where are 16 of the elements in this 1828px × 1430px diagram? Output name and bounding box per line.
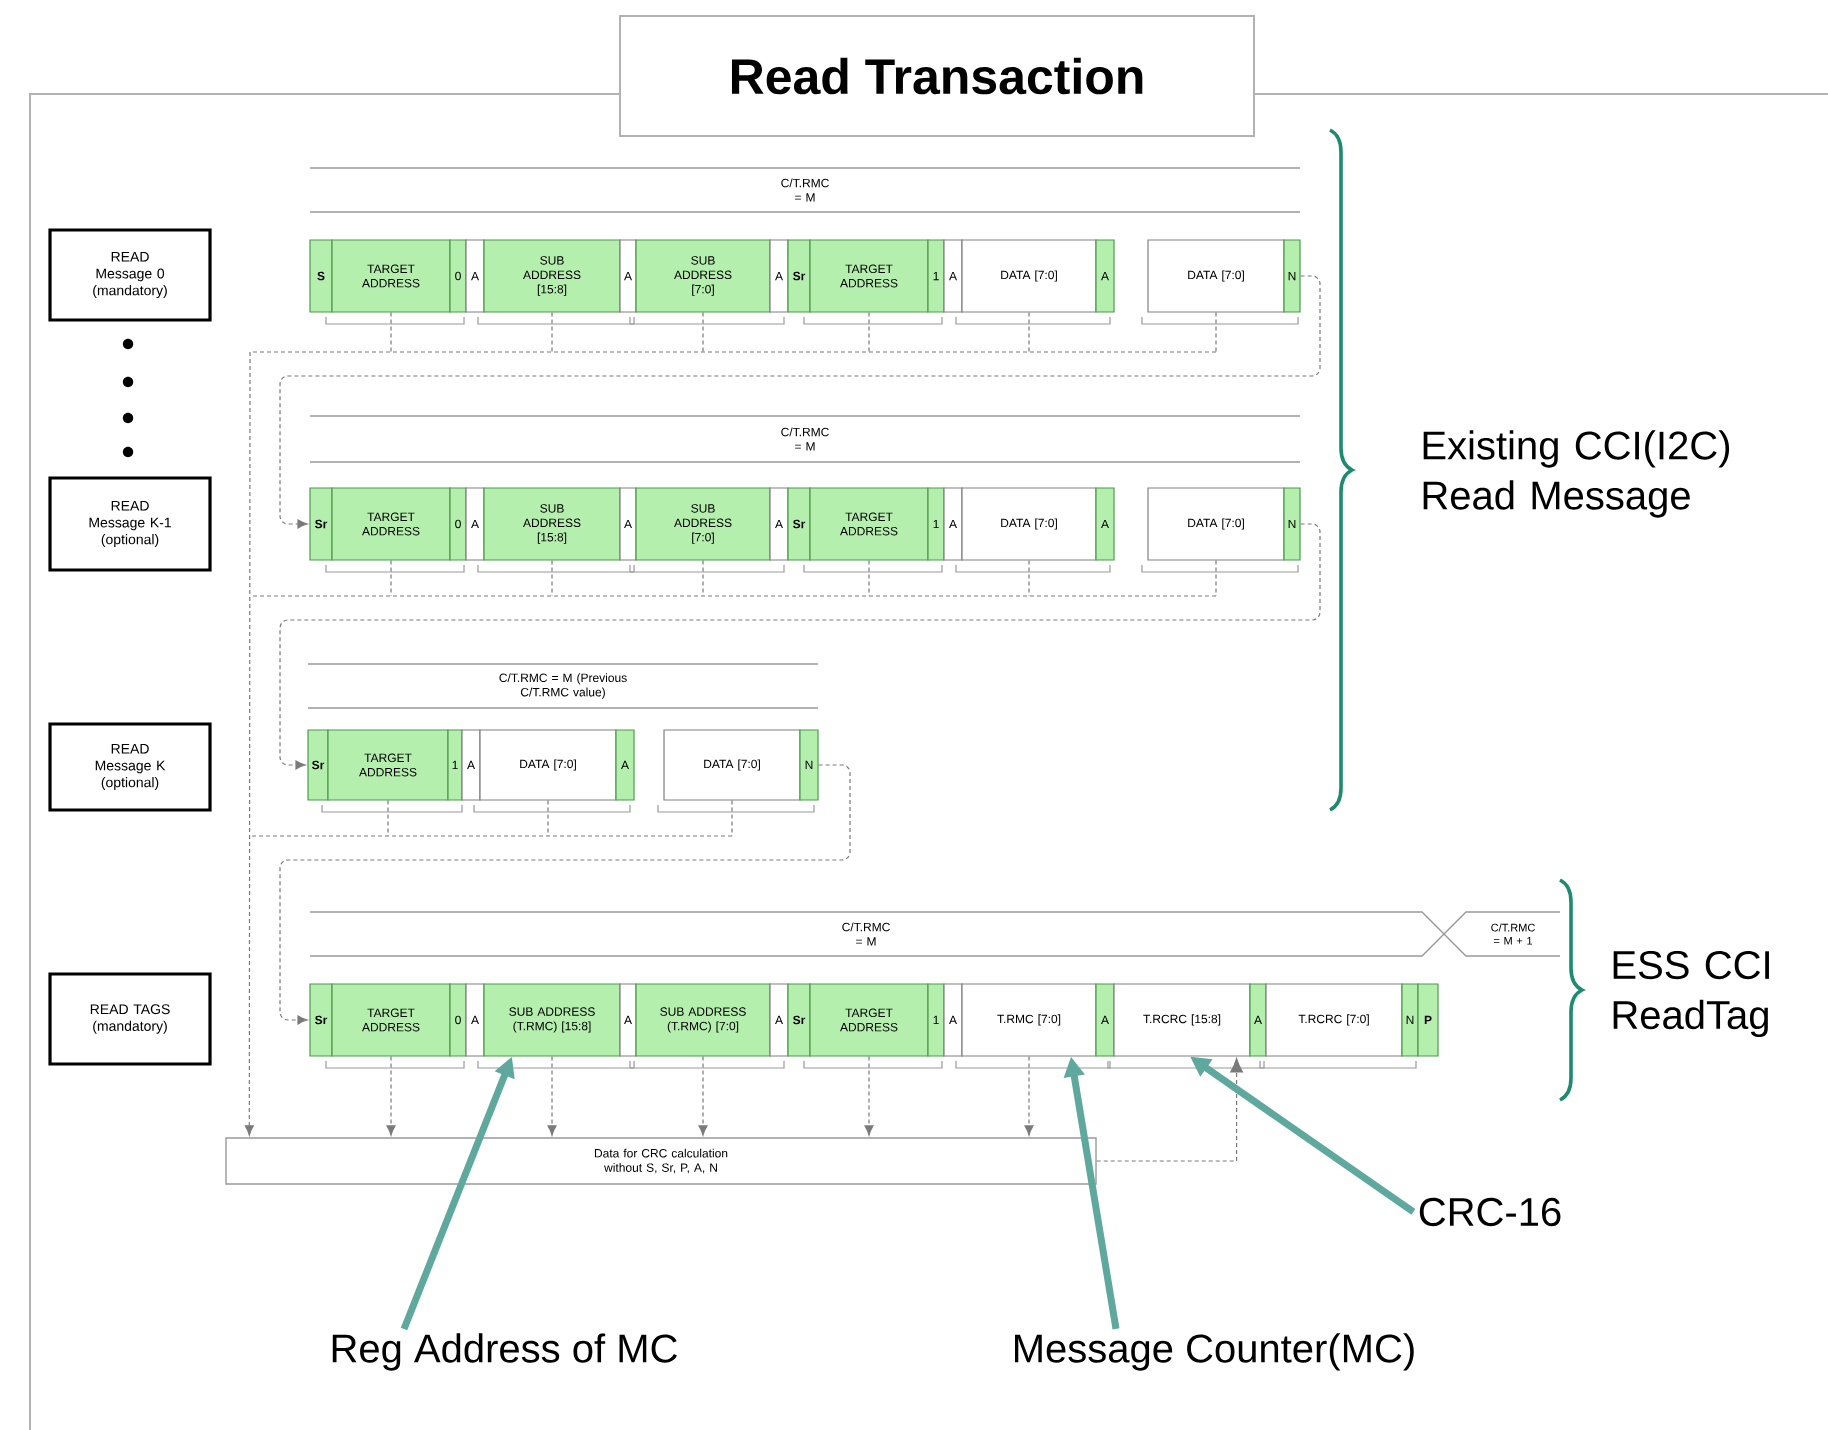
arrow xyxy=(279,764,851,1025)
arrow xyxy=(698,1056,708,1136)
arrow xyxy=(1096,1058,1244,1162)
annotation-text: Existing CCI(I2C) Read Message xyxy=(1423,430,1730,518)
callout-text: Reg Address of MC xyxy=(332,1333,677,1371)
callout-text: Message Counter(MC) xyxy=(1015,1333,1414,1371)
arrow xyxy=(547,1056,557,1136)
arrow xyxy=(244,351,1217,1136)
arrow xyxy=(386,1056,396,1136)
arrow xyxy=(279,523,1321,770)
arrow xyxy=(279,275,1321,529)
callout-text: CRC-16 xyxy=(1419,1197,1561,1227)
title-box: Read Transaction xyxy=(619,15,1255,137)
arrow xyxy=(864,1056,874,1136)
arrow xyxy=(1024,1056,1034,1136)
annotation-text: ESS CCI ReadTag xyxy=(1613,950,1769,1038)
